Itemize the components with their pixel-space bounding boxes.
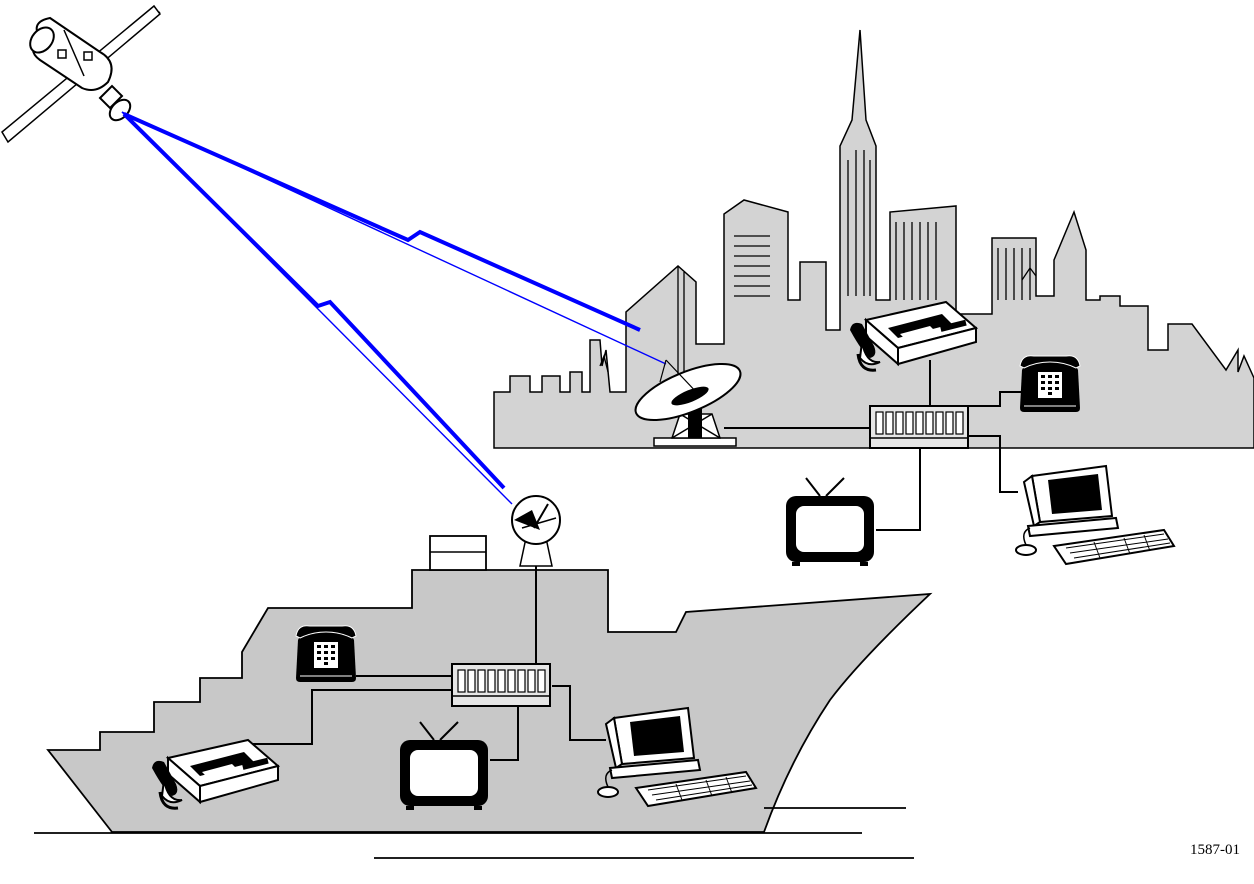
city-computer-terminal-icon <box>1015 465 1175 565</box>
city-television-icon <box>785 477 875 567</box>
figure-id-label: 1587-01 <box>1190 842 1240 858</box>
city-silhouette <box>493 29 1254 449</box>
water-lines <box>34 807 914 859</box>
satellite-dish-icon <box>634 359 742 447</box>
satellite-links <box>121 111 667 505</box>
ship-wiring <box>244 566 606 761</box>
city-skyline <box>493 29 1254 449</box>
city-switch-rack-icon <box>869 405 969 449</box>
ship-telephone-icon <box>295 625 357 683</box>
link-bolt-city <box>123 112 641 332</box>
city-wiring <box>724 360 1026 531</box>
ship-antenna-icon <box>511 495 561 567</box>
satellite-icon <box>1 4 162 144</box>
link-bolt-ship <box>122 112 506 490</box>
ship-switch-rack-icon <box>451 663 551 707</box>
city-telephone-icon <box>1019 355 1081 413</box>
ship-cabin <box>429 535 487 571</box>
